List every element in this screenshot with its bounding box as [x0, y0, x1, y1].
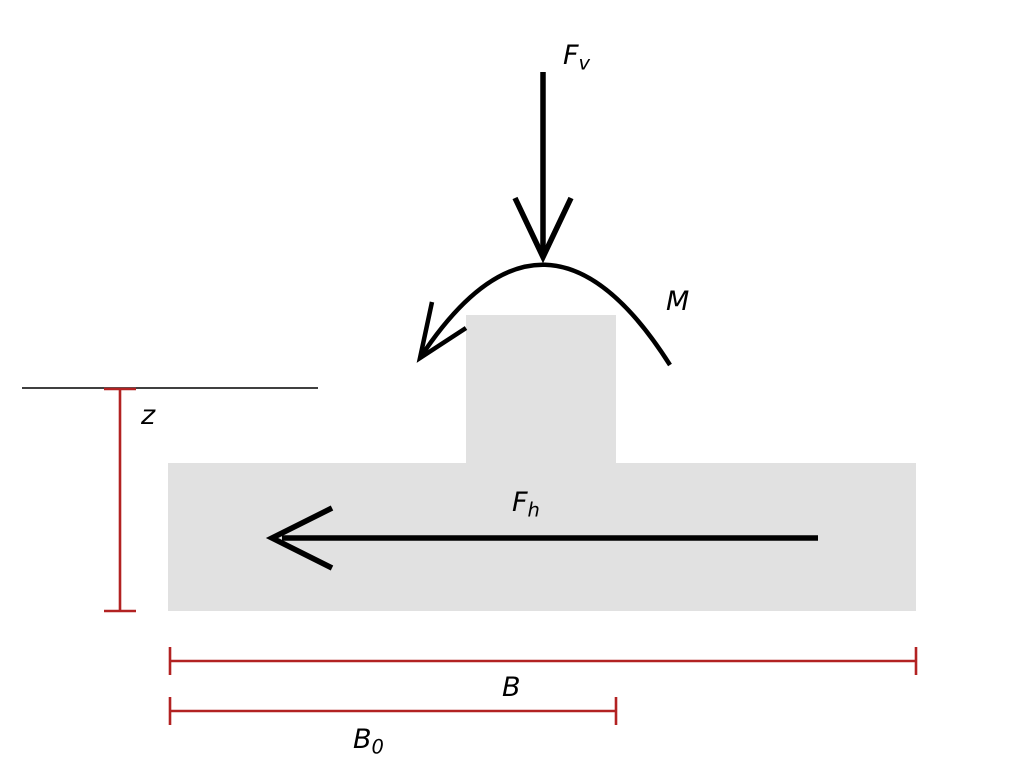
- force-arrows-group: [265, 72, 818, 571]
- vertical-force-label: Fv: [563, 42, 590, 73]
- width-dimension-b0: [168, 697, 618, 725]
- moment-label: M: [666, 286, 690, 317]
- width-b0-subscript: 0: [371, 735, 384, 759]
- vertical-force-subscript: v: [578, 51, 591, 75]
- vertical-force-symbol: F: [563, 40, 579, 71]
- width-b-label: B: [502, 672, 521, 703]
- horizontal-force-symbol: F: [512, 487, 528, 518]
- dimension-lines-group: [104, 387, 918, 725]
- moment-arrow-arc: [416, 262, 672, 367]
- horizontal-force-subscript: h: [527, 498, 540, 522]
- width-b0-symbol: B: [353, 724, 372, 755]
- footing-shape: [168, 315, 916, 611]
- horizontal-force-arrow: [265, 505, 818, 571]
- width-dimension-b: [168, 647, 918, 675]
- depth-label: z: [141, 400, 156, 431]
- depth-dimension-z: [104, 387, 136, 613]
- width-b0-label: B0: [353, 726, 384, 757]
- horizontal-force-label: Fh: [512, 489, 540, 520]
- vertical-force-arrow: [512, 72, 574, 264]
